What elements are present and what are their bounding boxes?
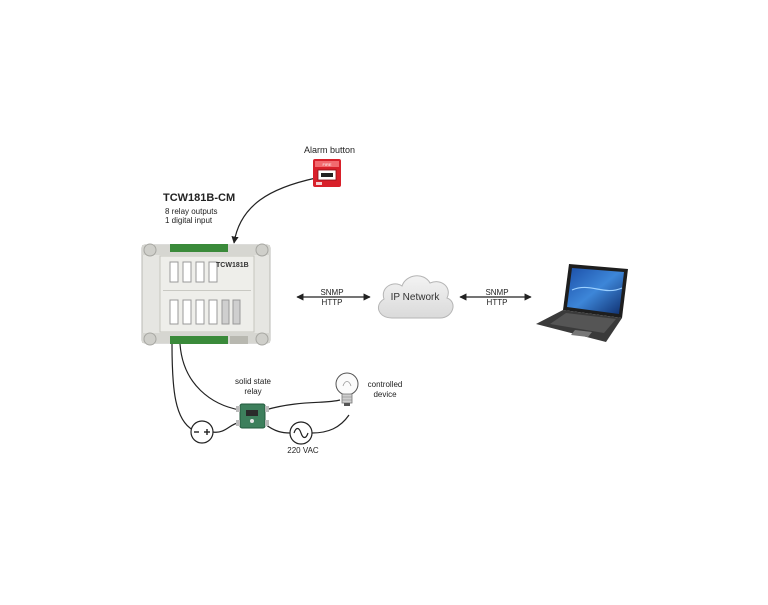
board-name-label: TCW181B — [216, 262, 249, 269]
device-outputs-label: 8 relay outputs — [165, 207, 218, 216]
controlled-device-label: controlled device — [360, 380, 410, 400]
ac-source-icon — [289, 421, 313, 445]
controlled-device-line-2: device — [373, 390, 397, 399]
cloud-icon — [377, 275, 454, 319]
device-model-label: TCW181B-CM — [163, 192, 236, 204]
protocol-left-line-1: SNMP — [320, 288, 344, 297]
protocol-left-label: SNMP HTTP — [312, 288, 352, 308]
laptop-icon — [536, 264, 628, 342]
controlled-device-line-1: controlled — [367, 380, 403, 389]
relay-controller-icon — [141, 243, 271, 346]
fire-alarm-button-icon — [313, 159, 341, 187]
network-label: IP Network — [390, 292, 440, 303]
protocol-right-line-2: HTTP — [486, 298, 508, 307]
device-inputs-label: 1 digital input — [165, 216, 213, 225]
protocol-right-line-1: SNMP — [485, 288, 509, 297]
alarm-wire — [231, 177, 317, 244]
ssr-label-line-2: relay — [244, 387, 262, 396]
voltage-label: 220 VAC — [287, 446, 319, 455]
light-bulb-icon — [335, 372, 359, 406]
alarm-box-text: FIRE — [322, 162, 331, 167]
ssr-label-line-1: solid state — [234, 377, 272, 386]
protocol-left-line-2: HTTP — [321, 298, 343, 307]
protocol-right-label: SNMP HTTP — [477, 288, 517, 308]
dc-source-icon — [190, 420, 214, 444]
solid-state-relay-icon — [236, 403, 269, 429]
alarm-button-label: Alarm button — [304, 145, 356, 155]
ssr-label: solid state relay — [228, 377, 278, 397]
